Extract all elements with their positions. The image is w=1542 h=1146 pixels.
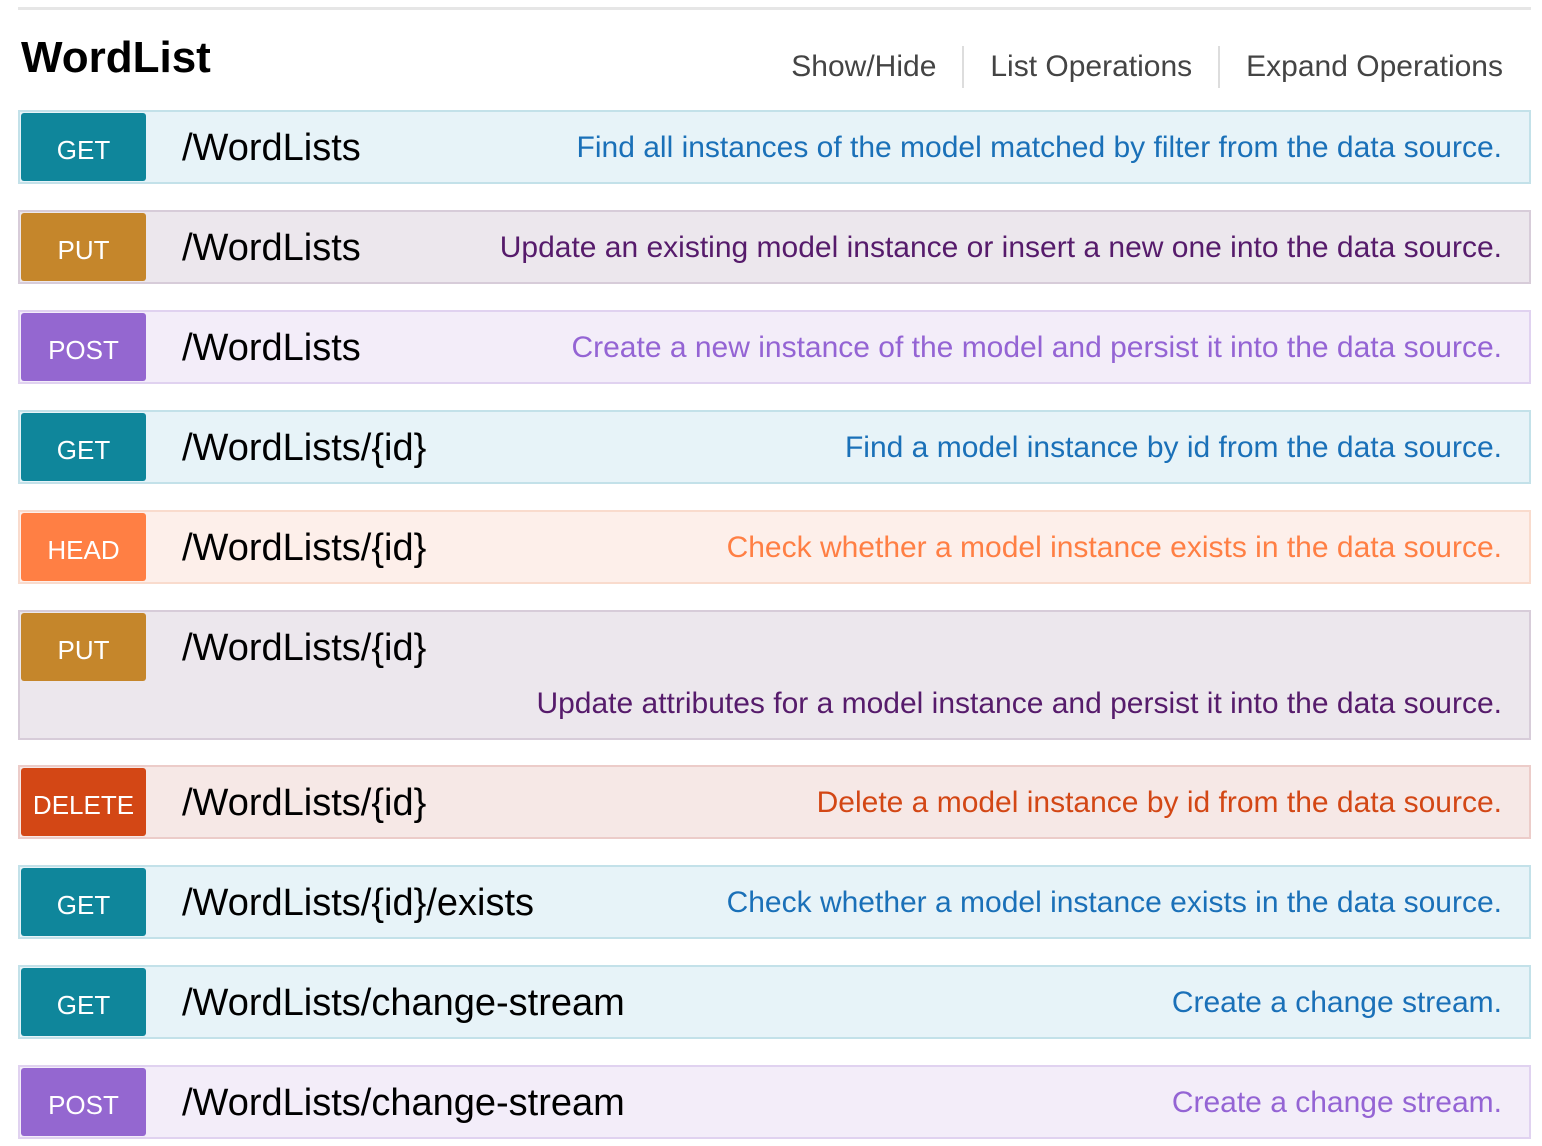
operation-get-wordlist-by-id[interactable]: GET /WordLists/{id} Find a model instanc… <box>18 410 1531 484</box>
operation-path[interactable]: /WordLists/change-stream <box>182 1082 625 1124</box>
operation-path[interactable]: /WordLists <box>182 227 361 269</box>
operation-post-wordlists[interactable]: POST /WordLists Create a new instance of… <box>18 310 1531 384</box>
operation-summary-row: Update attributes for a model instance a… <box>20 682 1529 738</box>
resource-title[interactable]: WordList <box>21 33 211 82</box>
operation-path[interactable]: /WordLists/{id} <box>182 527 427 569</box>
top-divider <box>18 7 1531 10</box>
operation-summary[interactable]: Find all instances of the model matched … <box>576 131 1502 164</box>
operation-heading[interactable]: PUT /WordLists/{id} <box>20 612 1529 682</box>
operation-path[interactable]: /WordLists/{id} <box>182 782 427 824</box>
method-badge-get[interactable]: GET <box>21 413 146 481</box>
operation-heading[interactable]: HEAD /WordLists/{id} Check whether a mod… <box>20 512 1529 582</box>
method-badge-post[interactable]: POST <box>21 1068 146 1136</box>
operation-delete-wordlist-by-id[interactable]: DELETE /WordLists/{id} Delete a model in… <box>18 765 1531 839</box>
resource-links: Show/Hide List Operations Expand Operati… <box>791 46 1503 88</box>
operation-summary[interactable]: Check whether a model instance exists in… <box>726 531 1502 564</box>
link-divider <box>962 46 965 88</box>
operation-path[interactable]: /WordLists/change-stream <box>182 982 625 1024</box>
method-badge-put[interactable]: PUT <box>21 613 146 681</box>
link-divider <box>1218 46 1221 88</box>
operation-heading[interactable]: PUT /WordLists Update an existing model … <box>20 212 1529 282</box>
operation-put-wordlists[interactable]: PUT /WordLists Update an existing model … <box>18 210 1531 284</box>
method-badge-get[interactable]: GET <box>21 113 146 181</box>
operation-get-wordlists[interactable]: GET /WordLists Find all instances of the… <box>18 110 1531 184</box>
operation-heading[interactable]: DELETE /WordLists/{id} Delete a model in… <box>20 767 1529 837</box>
method-badge-get[interactable]: GET <box>21 968 146 1036</box>
method-badge-get[interactable]: GET <box>21 868 146 936</box>
operation-path[interactable]: /WordLists/{id}/exists <box>182 882 535 924</box>
method-badge-put[interactable]: PUT <box>21 213 146 281</box>
operation-summary[interactable]: Update attributes for a model instance a… <box>536 687 1502 720</box>
operation-heading[interactable]: POST /WordLists Create a new instance of… <box>20 312 1529 382</box>
show-hide-link[interactable]: Show/Hide <box>791 50 937 83</box>
operation-summary[interactable]: Create a change stream. <box>1171 1086 1502 1119</box>
operation-heading[interactable]: GET /WordLists/{id}/exists Check whether… <box>20 867 1529 937</box>
method-badge-head[interactable]: HEAD <box>21 513 146 581</box>
operation-summary[interactable]: Update an existing model instance or ins… <box>499 231 1502 264</box>
resource-header: WordList Show/Hide List Operations Expan… <box>18 30 1531 102</box>
operation-summary[interactable]: Check whether a model instance exists in… <box>726 886 1502 919</box>
method-badge-post[interactable]: POST <box>21 313 146 381</box>
operation-head-wordlist-by-id[interactable]: HEAD /WordLists/{id} Check whether a mod… <box>18 510 1531 584</box>
operation-summary[interactable]: Create a change stream. <box>1171 986 1502 1019</box>
operation-heading[interactable]: GET /WordLists/change-stream Create a ch… <box>20 967 1529 1037</box>
method-badge-delete[interactable]: DELETE <box>21 768 146 836</box>
list-operations-link[interactable]: List Operations <box>990 50 1193 83</box>
operation-get-change-stream[interactable]: GET /WordLists/change-stream Create a ch… <box>18 965 1531 1039</box>
operation-post-change-stream[interactable]: POST /WordLists/change-stream Create a c… <box>18 1065 1531 1139</box>
operation-path[interactable]: /WordLists/{id} <box>182 627 427 669</box>
expand-operations-link[interactable]: Expand Operations <box>1246 50 1503 83</box>
operation-summary[interactable]: Find a model instance by id from the dat… <box>844 431 1502 464</box>
operation-summary[interactable]: Delete a model instance by id from the d… <box>816 786 1502 819</box>
operation-get-wordlist-exists[interactable]: GET /WordLists/{id}/exists Check whether… <box>18 865 1531 939</box>
operation-summary[interactable]: Create a new instance of the model and p… <box>571 331 1502 364</box>
operation-put-wordlist-by-id[interactable]: PUT /WordLists/{id} Update attributes fo… <box>18 610 1531 740</box>
operation-heading[interactable]: GET /WordLists/{id} Find a model instanc… <box>20 412 1529 482</box>
operation-path[interactable]: /WordLists/{id} <box>182 427 427 469</box>
operation-heading[interactable]: POST /WordLists/change-stream Create a c… <box>20 1067 1529 1137</box>
operation-path[interactable]: /WordLists <box>182 127 361 169</box>
operation-path[interactable]: /WordLists <box>182 327 361 369</box>
operation-heading[interactable]: GET /WordLists Find all instances of the… <box>20 112 1529 182</box>
